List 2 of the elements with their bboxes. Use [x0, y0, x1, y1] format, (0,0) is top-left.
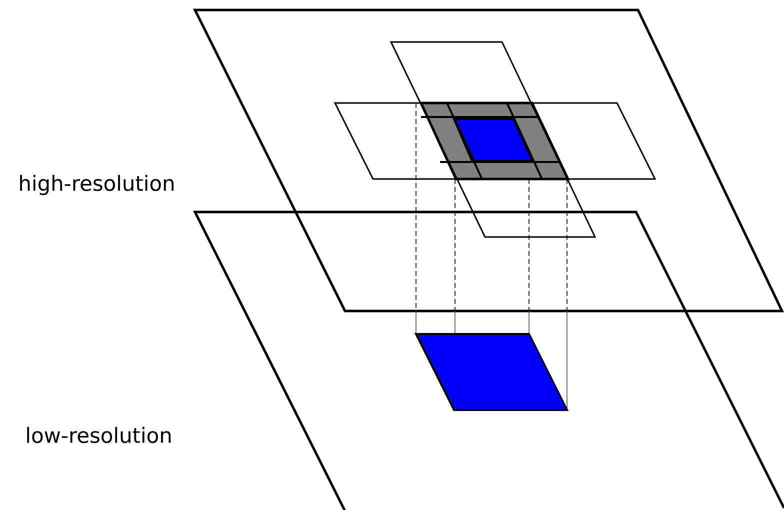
plane-label: low-resolution: [27, 426, 171, 444]
plane-label: high-resolution: [20, 174, 174, 196]
